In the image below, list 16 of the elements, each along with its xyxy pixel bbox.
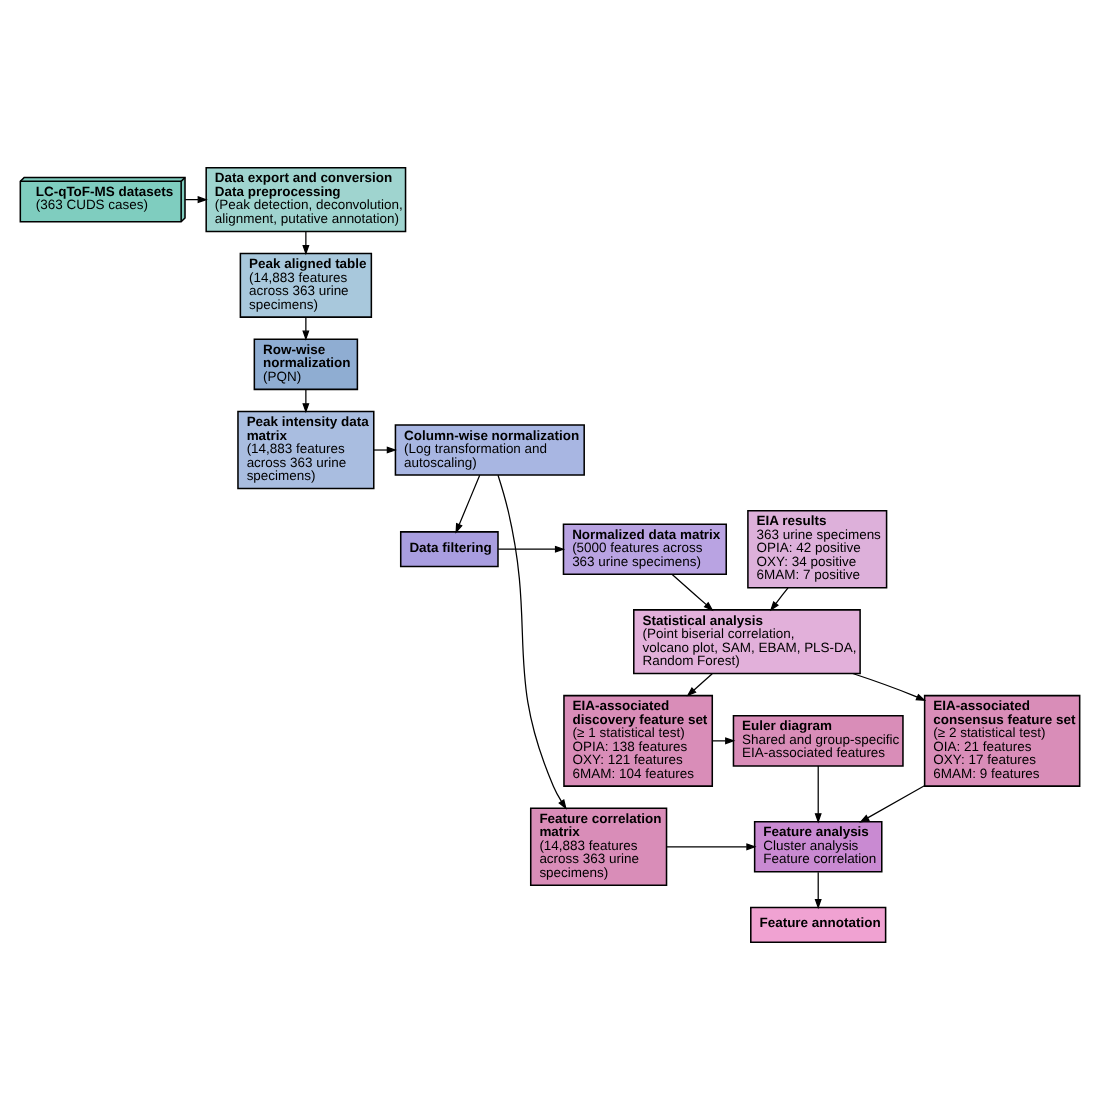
arrow	[814, 871, 822, 910]
arrow	[302, 316, 310, 341]
arrow	[852, 672, 927, 701]
arrow	[769, 587, 789, 612]
arrow	[455, 474, 481, 534]
arrow	[373, 446, 397, 454]
arrow	[711, 737, 736, 745]
arrow	[814, 765, 822, 824]
arrow	[497, 474, 567, 810]
arrow	[302, 231, 310, 256]
arrow	[666, 843, 757, 851]
arrow	[302, 388, 310, 414]
arrow	[497, 545, 566, 553]
arrow	[671, 573, 714, 612]
arrow	[859, 785, 926, 823]
arrow	[686, 673, 713, 697]
